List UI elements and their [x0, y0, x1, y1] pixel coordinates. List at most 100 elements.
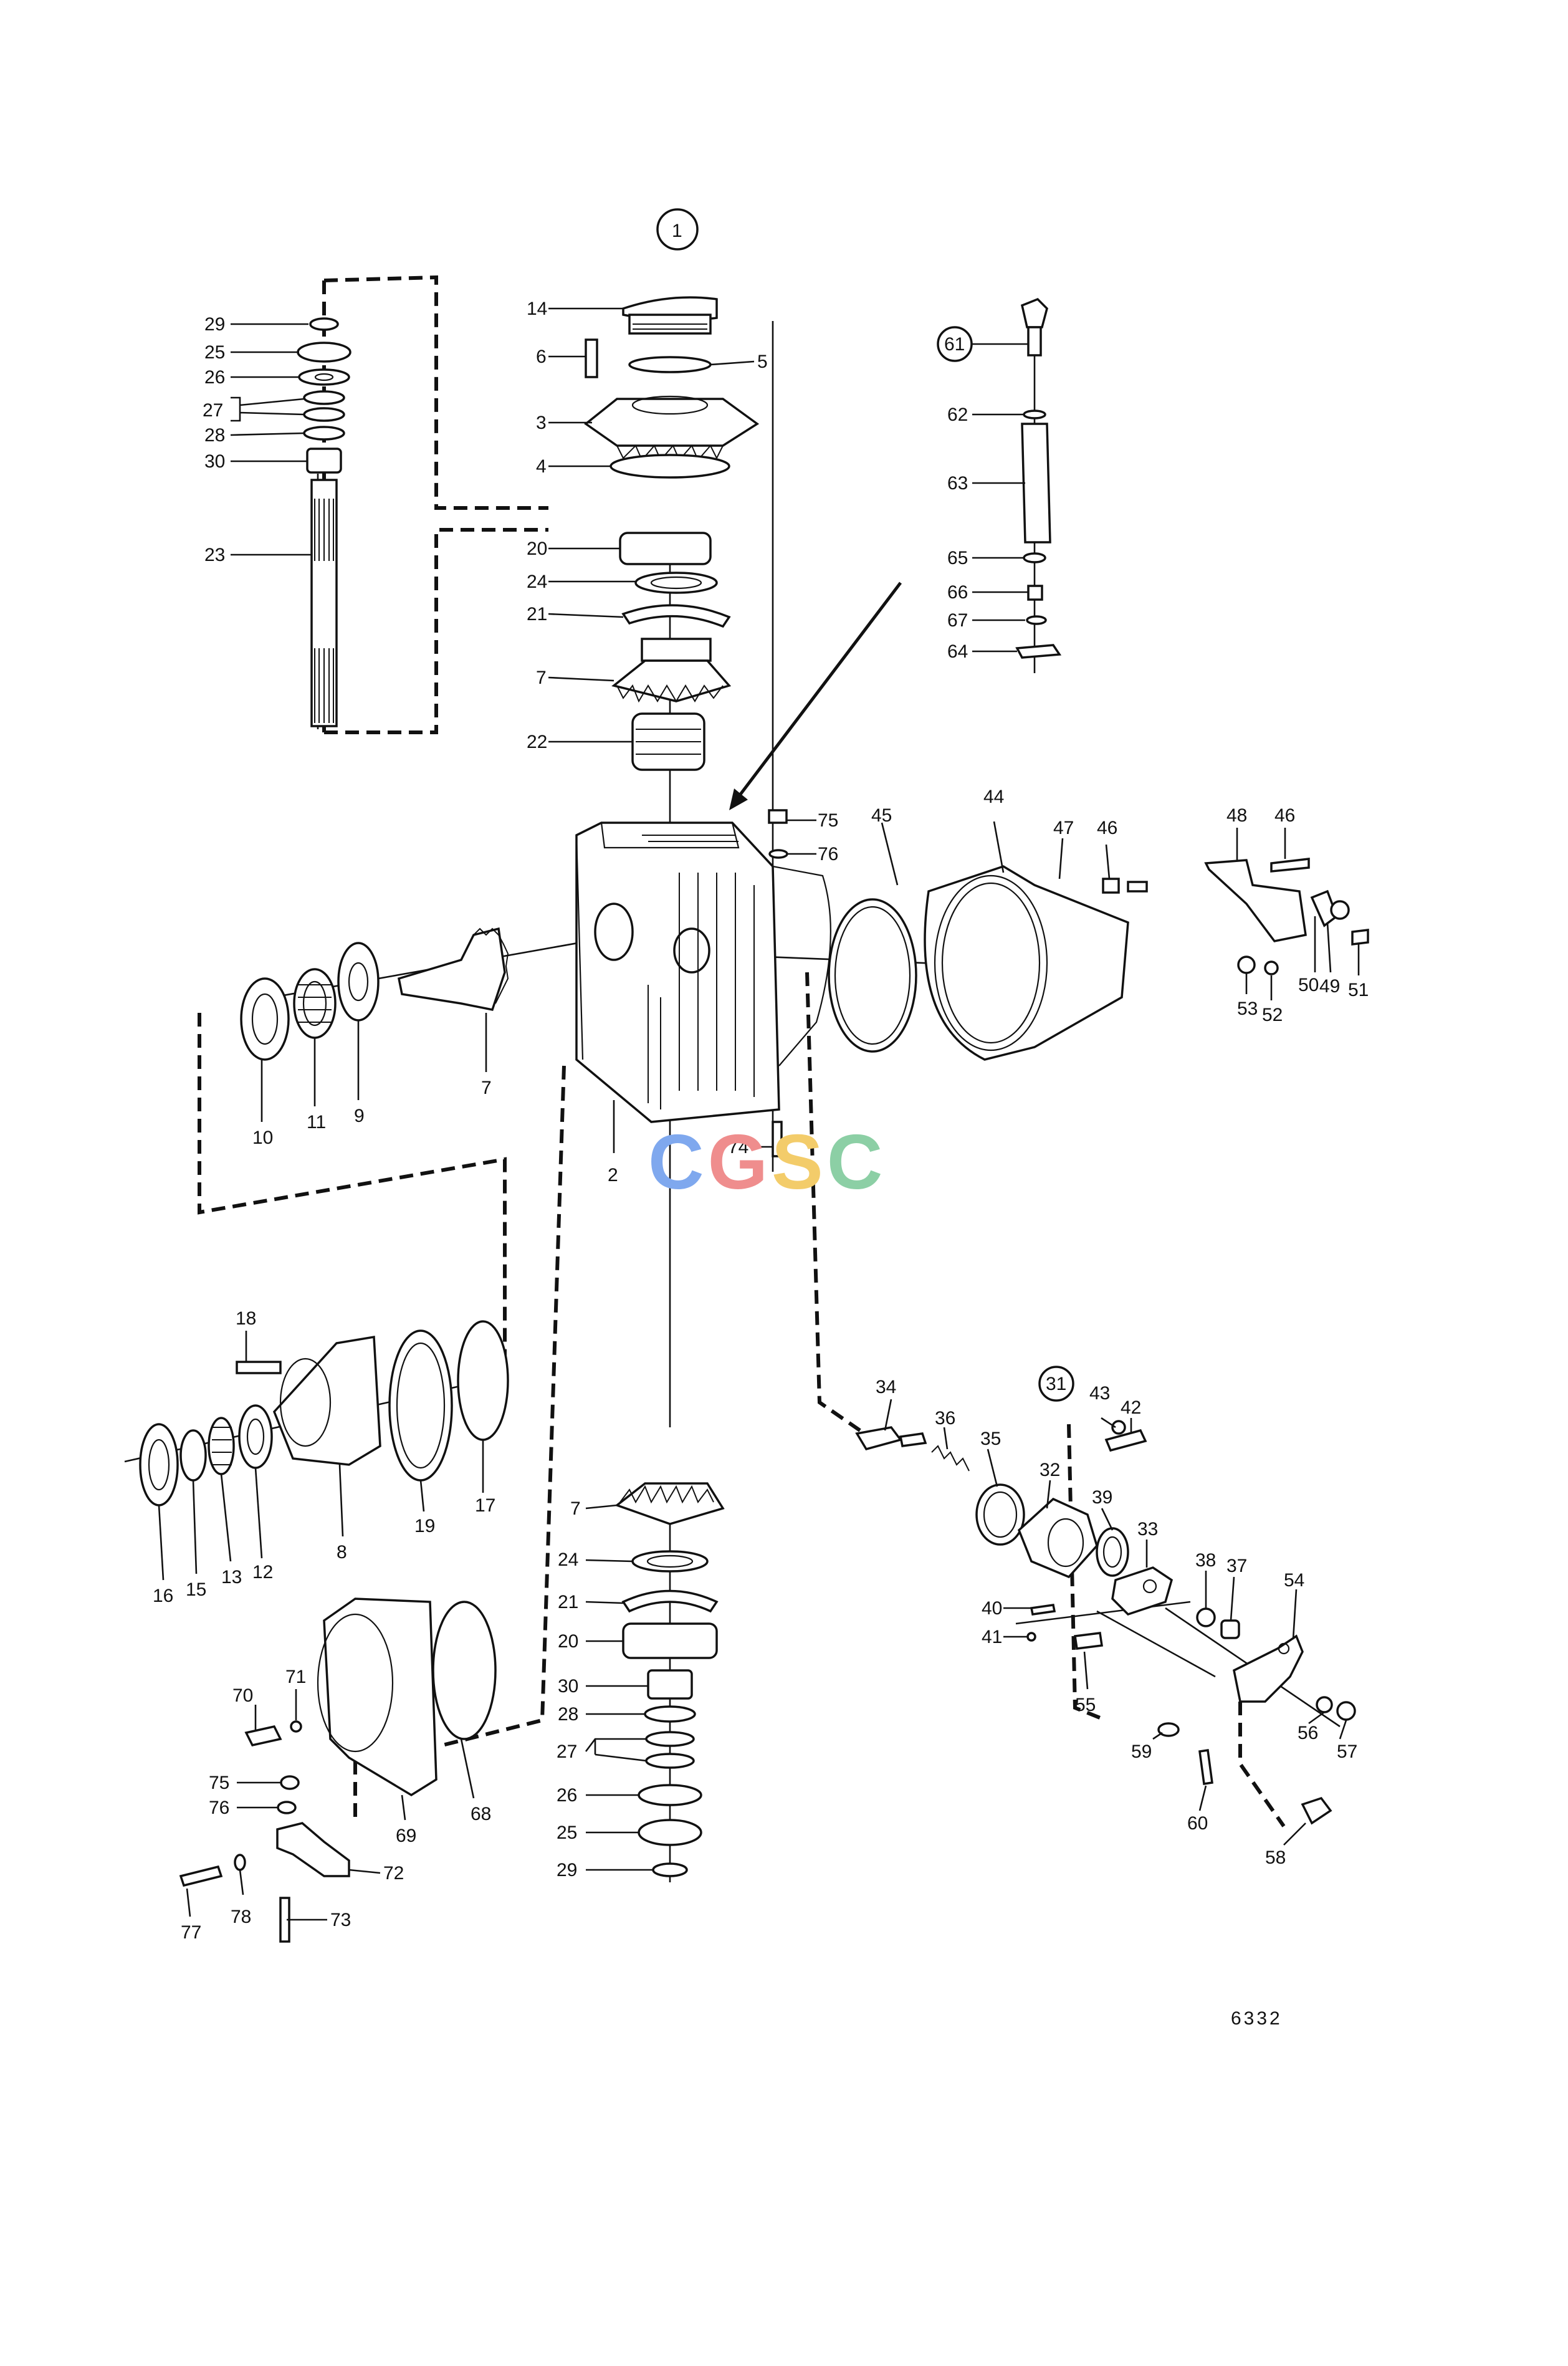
callout-number: 41: [982, 1627, 1002, 1647]
callout-number: 11: [307, 1112, 326, 1133]
callout-number: 63: [947, 473, 968, 494]
callout-number: 29: [557, 1860, 577, 1880]
watermark-logo: CGSC: [648, 1122, 922, 1203]
callout-number: 10: [252, 1128, 273, 1148]
callout-number: 51: [1348, 980, 1369, 1000]
callout-number: 23: [204, 545, 225, 565]
callout-number: 14: [527, 299, 547, 319]
callout-number: 21: [527, 604, 547, 625]
callout-number: 44: [983, 787, 1004, 807]
callout-labels: 29 25 26 27 28 30 23 1 14 6 5 3 4 20 24 …: [153, 221, 1369, 2029]
callout-number: 38: [1195, 1550, 1216, 1571]
callout-number: 36: [935, 1408, 955, 1429]
callout-number: 30: [204, 451, 225, 472]
callout-number: 75: [209, 1773, 229, 1793]
callout-number: 50: [1298, 975, 1319, 995]
callout-number: 9: [354, 1106, 365, 1126]
callout-number: 46: [1274, 805, 1295, 826]
callout-number: 54: [1284, 1570, 1304, 1591]
callout-number: 15: [186, 1579, 206, 1600]
callout-number: 37: [1226, 1556, 1247, 1576]
callout-number: 17: [475, 1495, 495, 1516]
callout-number: 49: [1319, 976, 1340, 997]
callout-number: 72: [383, 1863, 404, 1884]
callout-number: 35: [980, 1429, 1001, 1449]
callout-number: 67: [947, 610, 968, 631]
callout-number: 16: [153, 1586, 173, 1606]
watermark-letter: S: [772, 1119, 827, 1205]
callout-number: 8: [337, 1542, 347, 1563]
watermark-letter: C: [826, 1119, 887, 1205]
callout-number: 7: [536, 668, 547, 688]
callout-number: 56: [1298, 1723, 1318, 1743]
callout-number: 53: [1237, 999, 1258, 1019]
callout-number: 59: [1131, 1741, 1152, 1762]
callout-number: 76: [209, 1798, 229, 1818]
callout-number: 42: [1121, 1397, 1141, 1418]
callout-number: 65: [947, 548, 968, 568]
main-gear-housing: [575, 809, 1148, 1157]
callout-number: 77: [181, 1922, 201, 1943]
pinion-assembly: [240, 927, 509, 1122]
callout-circled: 31: [1046, 1374, 1066, 1394]
callout-number: 60: [1187, 1813, 1208, 1834]
callout-number: 28: [558, 1704, 578, 1725]
callout-number: 43: [1089, 1383, 1110, 1404]
callout-number: 73: [330, 1910, 351, 1930]
callout-number: 13: [221, 1567, 242, 1588]
callout-number: 2: [608, 1165, 618, 1185]
callout-number: 28: [204, 425, 225, 446]
watermark-letter: C: [648, 1119, 708, 1205]
sensor-assembly: [729, 297, 1062, 810]
callout-number: 66: [947, 582, 968, 603]
callout-number: 39: [1092, 1487, 1112, 1508]
callout-number: 22: [527, 732, 547, 752]
callout-number: 4: [536, 456, 547, 477]
callout-number: 27: [203, 400, 223, 421]
callout-number: 68: [471, 1804, 491, 1824]
callout-number: 6: [536, 347, 547, 367]
watermark-letter: G: [707, 1119, 772, 1205]
top-cover-stack: [548, 208, 760, 771]
callout-number: 12: [252, 1562, 273, 1583]
callout-number: 25: [557, 1822, 577, 1843]
callout-number: 3: [536, 413, 547, 433]
callout-number: 64: [947, 641, 968, 662]
callout-number: 26: [557, 1785, 577, 1806]
lower-gear-stack: [585, 1482, 725, 1877]
callout-number: 19: [414, 1516, 435, 1536]
callout-number: 26: [204, 367, 225, 388]
mounting-bracket: [1204, 828, 1369, 1000]
callout-number: 70: [232, 1685, 253, 1706]
callout-number: 75: [818, 810, 838, 831]
figure-number: 6332: [1231, 2008, 1283, 2029]
callout-number: 46: [1097, 818, 1117, 838]
callout-number: 29: [204, 314, 225, 335]
callout-number: 33: [1137, 1519, 1158, 1540]
propeller-housing-assembly: [139, 1320, 509, 1581]
callout-number: 24: [527, 572, 547, 592]
callout-number: 62: [947, 405, 968, 425]
callout-number: 7: [570, 1498, 581, 1519]
callout-number: 18: [236, 1308, 256, 1329]
callout-number: 57: [1337, 1741, 1357, 1762]
callout-number: 52: [1262, 1005, 1283, 1025]
callout-number: 24: [558, 1549, 578, 1570]
callout-number: 27: [557, 1741, 577, 1762]
callout-number: 20: [527, 539, 547, 559]
callout-number: 40: [982, 1598, 1002, 1619]
callout-number: 25: [204, 342, 225, 363]
callout-number: 32: [1040, 1460, 1060, 1480]
callout-number: 30: [558, 1676, 578, 1697]
callout-number: 76: [818, 844, 838, 865]
callout-number: 55: [1075, 1695, 1096, 1715]
callout-number: 45: [871, 805, 892, 826]
callout-number: 21: [558, 1592, 578, 1612]
callout-number: 20: [558, 1631, 578, 1652]
callout-number: 34: [876, 1377, 896, 1397]
callout-number: 5: [757, 352, 768, 372]
lower-cover-assembly: [179, 1597, 497, 1943]
callout-number: 69: [396, 1826, 416, 1846]
upper-shaft-assembly: [230, 317, 351, 727]
